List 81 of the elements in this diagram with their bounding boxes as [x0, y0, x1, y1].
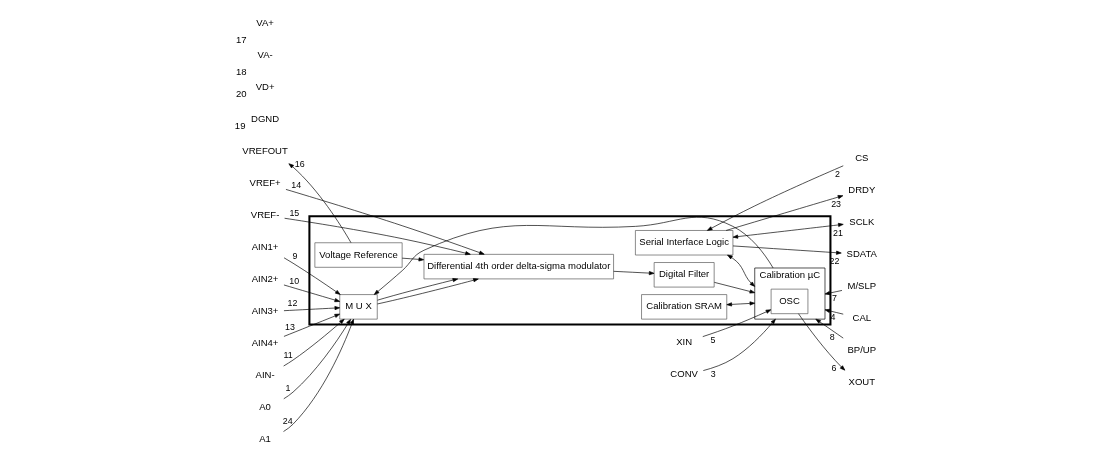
- arrow: [288, 163, 352, 244]
- node-box: M U X: [339, 294, 378, 320]
- node-text: DGND: [251, 112, 280, 124]
- arrow: [732, 245, 842, 255]
- node-text: VREF+: [249, 176, 281, 188]
- node-text: AIN4+: [251, 337, 279, 349]
- edge-label: 5: [710, 334, 716, 345]
- edge-label: 4: [830, 312, 836, 323]
- arrow: [798, 313, 846, 371]
- arrow: [377, 278, 479, 305]
- edge-label: 6: [831, 362, 837, 373]
- arrow: [377, 278, 459, 301]
- node-text: CAL: [852, 311, 872, 323]
- node-text: AIN-: [255, 369, 275, 381]
- edge-label: 2: [835, 169, 841, 180]
- edge-label: 11: [283, 350, 293, 361]
- arrow: [401, 257, 425, 262]
- arrow: [284, 217, 471, 256]
- edge-label: 9: [292, 251, 298, 262]
- arrow: [283, 318, 354, 432]
- edge-label: 14: [291, 180, 302, 191]
- edge-label: 23: [831, 198, 842, 209]
- arrow: [283, 306, 340, 312]
- node-text: AIN2+: [251, 273, 279, 285]
- arrow: [703, 318, 776, 371]
- node-text: SDATA: [846, 247, 877, 259]
- edge-label: 13: [284, 321, 295, 332]
- edge-label: 24: [282, 415, 293, 426]
- node-text: VREF-: [250, 209, 280, 220]
- node-text: AIN1+: [251, 241, 279, 253]
- node-label: 19: [234, 120, 246, 131]
- node-label: 17: [235, 34, 247, 46]
- arrow: [373, 216, 774, 295]
- edge-label: 21: [833, 228, 843, 239]
- node-text: CS: [855, 151, 869, 163]
- node-text: A0: [259, 401, 271, 413]
- arrow: [725, 195, 844, 231]
- arrow: [283, 319, 351, 400]
- node-text: BP/UP: [847, 344, 877, 356]
- arrow: [283, 257, 341, 295]
- node-box: Voltage Reference: [314, 242, 403, 268]
- node-text: XIN: [676, 335, 693, 347]
- edge-label: 16: [294, 158, 305, 169]
- arrow: [824, 290, 843, 296]
- node-text: VA+: [256, 16, 274, 28]
- arrow: [714, 282, 756, 294]
- edge-label: 15: [289, 207, 300, 218]
- edge-label: 1: [285, 383, 291, 394]
- arrow: [613, 271, 655, 276]
- node-text: VREFOUT: [242, 144, 288, 156]
- node-text: VA-: [257, 48, 273, 60]
- node-box: Calibration SRAM: [641, 294, 728, 320]
- arrow: [707, 165, 844, 231]
- arrow: [283, 284, 340, 303]
- node-text: VD+: [255, 80, 275, 92]
- node-label: 18: [235, 66, 247, 78]
- arrow: [732, 222, 844, 239]
- node-text: A1: [259, 433, 271, 445]
- node-box: Serial Interface Logic: [635, 230, 734, 256]
- arrow: [824, 308, 844, 315]
- node-box: OSC: [770, 288, 809, 314]
- node-box: Digital Filter: [653, 262, 715, 288]
- arrow: [702, 309, 772, 337]
- node-text: XOUT: [848, 376, 876, 388]
- arrow: [283, 318, 345, 367]
- edge-label: 12: [287, 298, 298, 309]
- edge-label: 3: [710, 369, 716, 380]
- edge-label: 10: [289, 275, 300, 286]
- arrow: [815, 318, 844, 339]
- node-text: SCLK: [849, 215, 875, 227]
- edge-label: 7: [832, 292, 838, 303]
- edge-label: 8: [829, 332, 835, 343]
- node-text: CONV: [670, 367, 698, 379]
- node-text: M/SLP: [847, 279, 877, 291]
- node-label: 20: [235, 87, 247, 99]
- arrow: [726, 301, 756, 307]
- arrow: [283, 313, 340, 337]
- arrow: [727, 254, 756, 287]
- node-text: DRDY: [848, 183, 876, 195]
- node-text: AIN3+: [251, 305, 279, 317]
- arrow: [285, 189, 485, 255]
